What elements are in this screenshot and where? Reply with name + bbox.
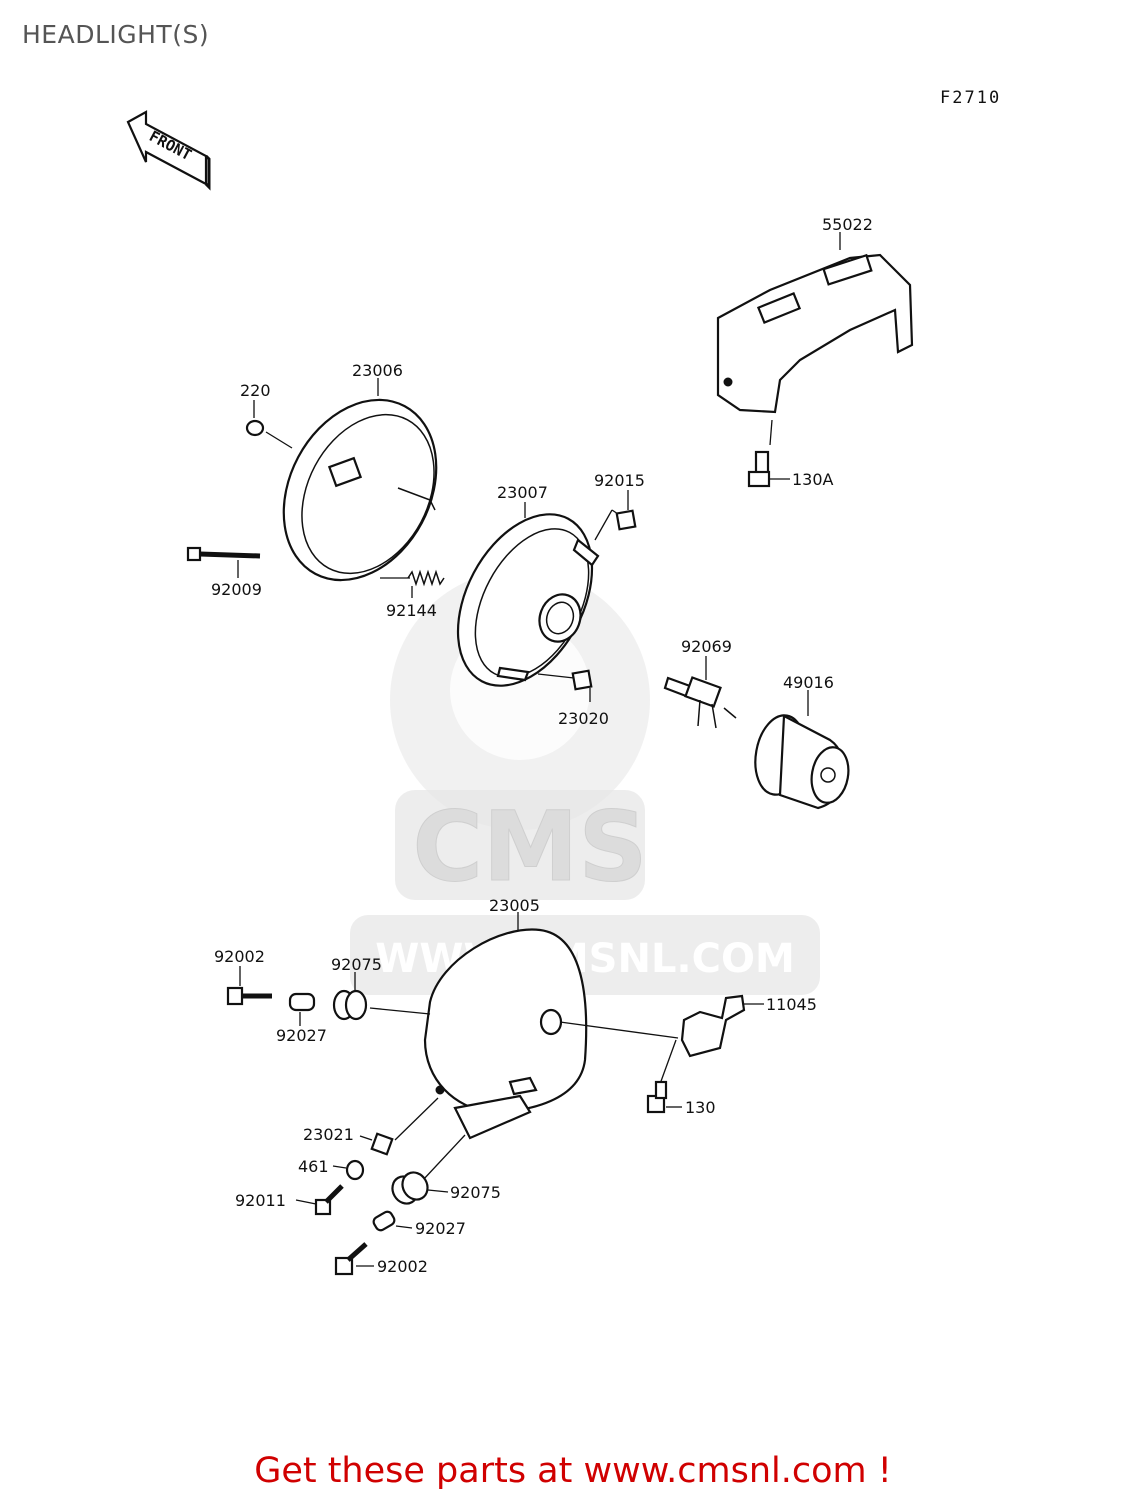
washer-461 (332, 1159, 365, 1181)
bolt-130a (747, 450, 790, 488)
screw-92009 (186, 546, 261, 578)
bolt-92002-upper (226, 966, 272, 1006)
part-label-55022: 55022 (822, 215, 873, 234)
part-label-92027-lower: 92027 (415, 1219, 466, 1238)
watermark-url: WWW.CMSNL.COM (375, 936, 795, 982)
bolt-130 (646, 1080, 682, 1114)
part-label-23006: 23006 (352, 361, 403, 380)
part-label-92015: 92015 (594, 471, 645, 490)
bulb-92069 (663, 656, 737, 729)
part-label-130a: 130A (792, 470, 834, 489)
front-arrow: FRONT (126, 110, 211, 191)
part-label-92069: 92069 (681, 637, 732, 656)
headlight-housing (369, 912, 679, 1181)
clip-92015 (615, 490, 637, 531)
spring-92144 (407, 569, 445, 598)
grommet-92075-upper (332, 972, 368, 1021)
dust-cover-49016 (754, 690, 850, 810)
bolt-92002-lower (334, 1242, 374, 1276)
part-label-92002-upper: 92002 (214, 947, 265, 966)
part-label-11045: 11045 (766, 995, 817, 1014)
screw-220 (245, 400, 293, 449)
screw-92011 (295, 1184, 344, 1216)
part-label-23005: 23005 (489, 896, 540, 915)
part-label-92027-upper: 92027 (276, 1026, 327, 1045)
part-label-23020: 23020 (558, 709, 609, 728)
grommet-92075-lower (391, 1171, 449, 1205)
footer-link[interactable]: Get these parts at www.cmsnl.com ! (254, 1451, 892, 1491)
part-label-92075-lower: 92075 (450, 1183, 501, 1202)
figure-code: F2710 (940, 88, 1002, 108)
part-label-92075-upper: 92075 (331, 955, 382, 974)
meter-cover (716, 232, 914, 446)
headlight-rim (282, 378, 438, 582)
collar-92027-upper (288, 992, 316, 1026)
watermark: CMS WWW.CMSNL.COM (350, 570, 820, 995)
part-label-23007: 23007 (497, 483, 548, 502)
part-label-49016: 49016 (783, 673, 834, 692)
part-label-92002-lower: 92002 (377, 1257, 428, 1276)
headlight-unit (456, 502, 619, 687)
collar-92027-lower (372, 1210, 413, 1232)
part-label-92144: 92144 (386, 601, 437, 620)
adjuster-23020 (537, 669, 593, 702)
part-label-92011: 92011 (235, 1191, 286, 1210)
part-label-461: 461 (298, 1157, 329, 1176)
watermark-brand: CMS (412, 791, 647, 903)
parts-diagram: CMS WWW.CMSNL.COM FRONT 55022 130A 220 (126, 110, 914, 1276)
part-label-130: 130 (685, 1098, 716, 1117)
bracket-11045 (659, 994, 764, 1085)
part-label-220: 220 (240, 381, 271, 400)
part-label-92009: 92009 (211, 580, 262, 599)
nut-23021 (359, 1132, 394, 1156)
part-label-23021: 23021 (303, 1125, 354, 1144)
page-title: HEADLIGHT(S) (22, 20, 210, 49)
